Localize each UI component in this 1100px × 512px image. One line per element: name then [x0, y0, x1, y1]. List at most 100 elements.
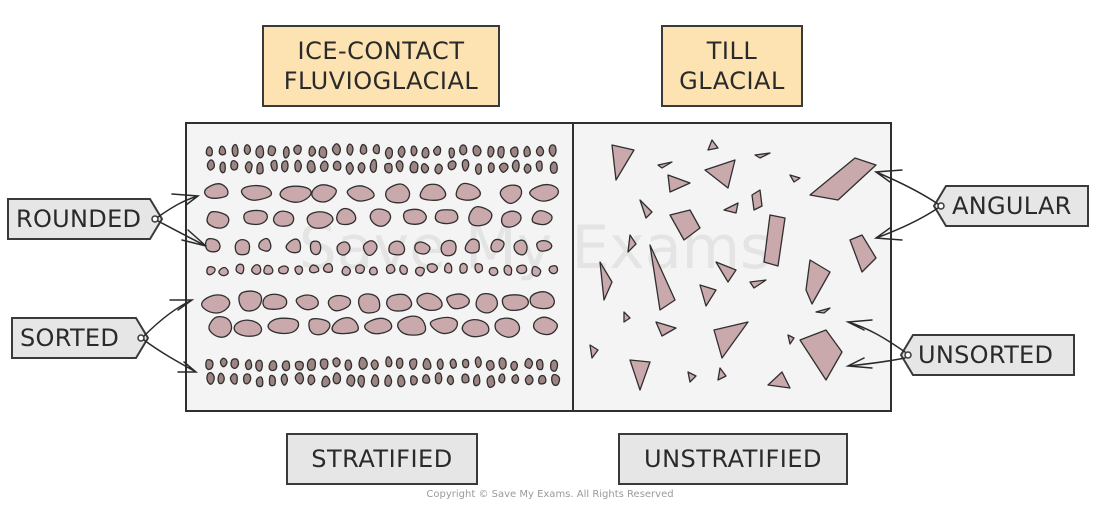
pebble [429, 316, 459, 335]
pebble [244, 359, 253, 371]
pebble [494, 317, 521, 338]
pebble [204, 237, 221, 253]
unstratified-label: UNSTRATIFIED [618, 433, 848, 485]
pebble [516, 264, 528, 275]
pebble [243, 144, 252, 156]
angular-fragment [809, 157, 877, 201]
angular-fragment [754, 152, 771, 159]
pebble [229, 373, 238, 385]
pebble [372, 144, 381, 155]
pebble [255, 359, 264, 372]
pebble [538, 374, 547, 385]
pebble [267, 145, 277, 157]
angular-fragment [815, 307, 831, 314]
pebble [436, 358, 444, 370]
pebble [243, 209, 268, 226]
pebble [455, 182, 481, 201]
pebble [285, 238, 302, 254]
pebble [468, 206, 493, 227]
pebble [422, 357, 432, 371]
pebble [295, 294, 320, 311]
pebble [369, 158, 378, 174]
ice-contact-fluvioglacial-title: ICE-CONTACT FLUVIOGLACIAL [262, 25, 500, 107]
pebble [308, 318, 331, 336]
pebble [308, 145, 317, 157]
angular-fragment [717, 367, 727, 381]
pebble [443, 262, 453, 274]
pointer-arrows [143, 169, 939, 373]
unsorted-ring [904, 351, 912, 359]
pebble [230, 358, 240, 370]
pebble [319, 160, 329, 173]
pebble [550, 359, 559, 372]
angular-fragment [699, 284, 717, 307]
sorted-label: SORTED [20, 324, 120, 352]
rounded-pebbles [200, 143, 561, 389]
pebble [357, 293, 381, 314]
pebble [233, 319, 263, 337]
pebble [280, 373, 289, 386]
pebble [549, 161, 558, 174]
pebble [548, 144, 557, 157]
angular-fragment [623, 311, 631, 323]
pebble [434, 163, 443, 175]
angular-fragment [704, 159, 736, 189]
angular-fragment [649, 244, 676, 311]
rounded-label: ROUNDED [16, 205, 142, 233]
pebble [238, 290, 263, 312]
pebble [306, 358, 317, 372]
pebble [346, 374, 356, 387]
pebble [205, 358, 214, 371]
pebble [306, 211, 334, 229]
pebble [336, 207, 357, 226]
pebble [487, 145, 495, 158]
pebble [384, 146, 394, 160]
pebble [414, 241, 431, 255]
pebble [523, 145, 531, 158]
pebble [358, 356, 368, 370]
pebble [384, 374, 393, 387]
sorted-arrow-up [143, 299, 195, 337]
pebble [268, 374, 276, 387]
pebble [420, 162, 430, 174]
pebble [551, 373, 561, 387]
unsorted-label: UNSORTED [918, 341, 1054, 369]
angular-fragment [669, 209, 701, 241]
pebble [357, 374, 365, 388]
pebble [309, 240, 322, 256]
pebble [346, 185, 375, 202]
pebble [218, 145, 227, 156]
pebble [308, 264, 320, 274]
pebble [529, 291, 555, 310]
pebble [535, 145, 545, 157]
pebble [419, 183, 447, 201]
pebble [446, 375, 455, 386]
pebble [472, 374, 481, 387]
angular-fragment [611, 144, 635, 181]
angular-fragment [629, 359, 651, 391]
pebble [217, 372, 225, 385]
pebble [488, 266, 499, 277]
pebble [267, 317, 300, 335]
angular-fragment [687, 371, 697, 383]
pebble [503, 264, 513, 276]
pebble [272, 210, 295, 227]
title-line-1: ICE-CONTACT [297, 37, 465, 65]
rounded-ring [151, 215, 159, 223]
title-line-2: GLACIAL [679, 67, 785, 95]
pebble [447, 160, 457, 171]
pebble [256, 161, 264, 175]
pebble [461, 159, 470, 172]
angular-fragment [763, 214, 786, 267]
pebble [218, 266, 229, 277]
pebble [397, 145, 406, 158]
pebble [294, 159, 302, 173]
pebble [409, 160, 419, 174]
pebble [548, 265, 559, 275]
pebble [422, 374, 431, 384]
pebble [531, 265, 542, 277]
pebble [331, 143, 342, 156]
pebble [206, 210, 230, 229]
angular-arrow-up [873, 169, 939, 205]
angular-arrow-down [873, 207, 939, 241]
